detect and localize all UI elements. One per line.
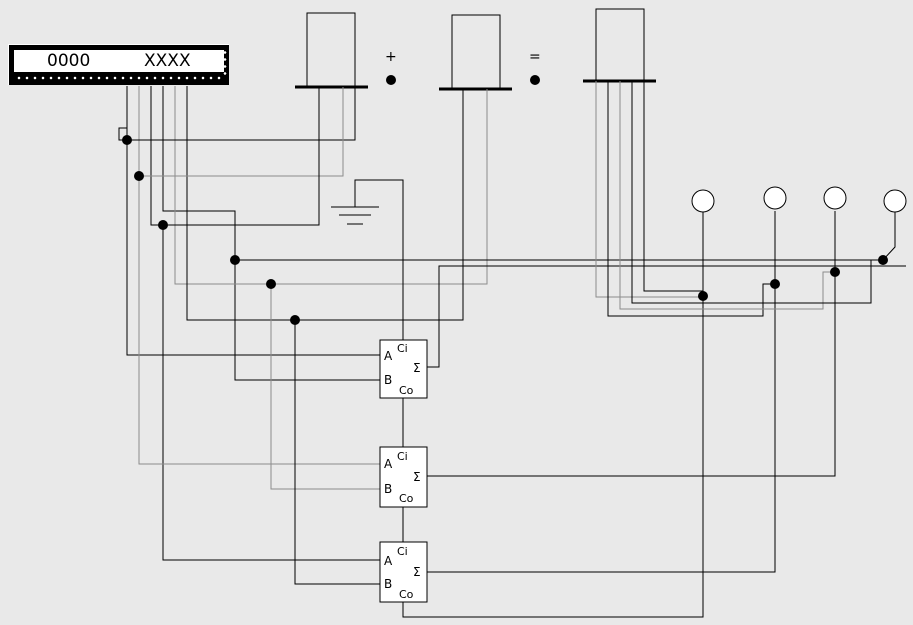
adder-1-co: Co	[399, 384, 414, 397]
display-a-body	[306, 12, 356, 88]
display-b-body	[451, 14, 501, 90]
word-generator-pins	[15, 76, 221, 80]
adder-1-b: B	[384, 373, 392, 387]
adder-1-sum: Σ	[413, 361, 421, 375]
word-generator[interactable]: 0000 XXXX	[8, 44, 229, 85]
adder-2-co: Co	[399, 492, 414, 505]
adder-2-a: A	[384, 457, 393, 471]
adder-2-sum: Σ	[413, 470, 421, 484]
adder-3-ci: Ci	[397, 545, 408, 558]
adder-2-b: B	[384, 482, 392, 496]
word-generator-display: 0000 XXXX	[14, 50, 224, 72]
junction-dots	[122, 75, 888, 325]
adder-3-sum: Σ	[413, 565, 421, 579]
full-adder-2[interactable]: Ci A B Σ Co	[379, 446, 428, 508]
word-generator-side-pins	[223, 49, 227, 79]
adder-3-b: B	[384, 577, 392, 591]
adder-3-a: A	[384, 554, 393, 568]
word-generator-right-value: XXXX	[144, 51, 191, 71]
adder-2-ci: Ci	[397, 450, 408, 463]
plus-sign: +	[385, 49, 397, 65]
display-sum-body	[595, 8, 645, 82]
adder-1-ci: Ci	[397, 342, 408, 355]
word-generator-left-value: 0000	[47, 51, 91, 71]
full-adder-1[interactable]: Ci A B Σ Co	[379, 339, 428, 399]
adder-3-co: Co	[399, 588, 414, 601]
adder-1-a: A	[384, 349, 393, 363]
equals-sign: =	[529, 49, 541, 65]
full-adder-3[interactable]: Ci A B Σ Co	[379, 541, 428, 603]
wires	[118, 8, 907, 618]
